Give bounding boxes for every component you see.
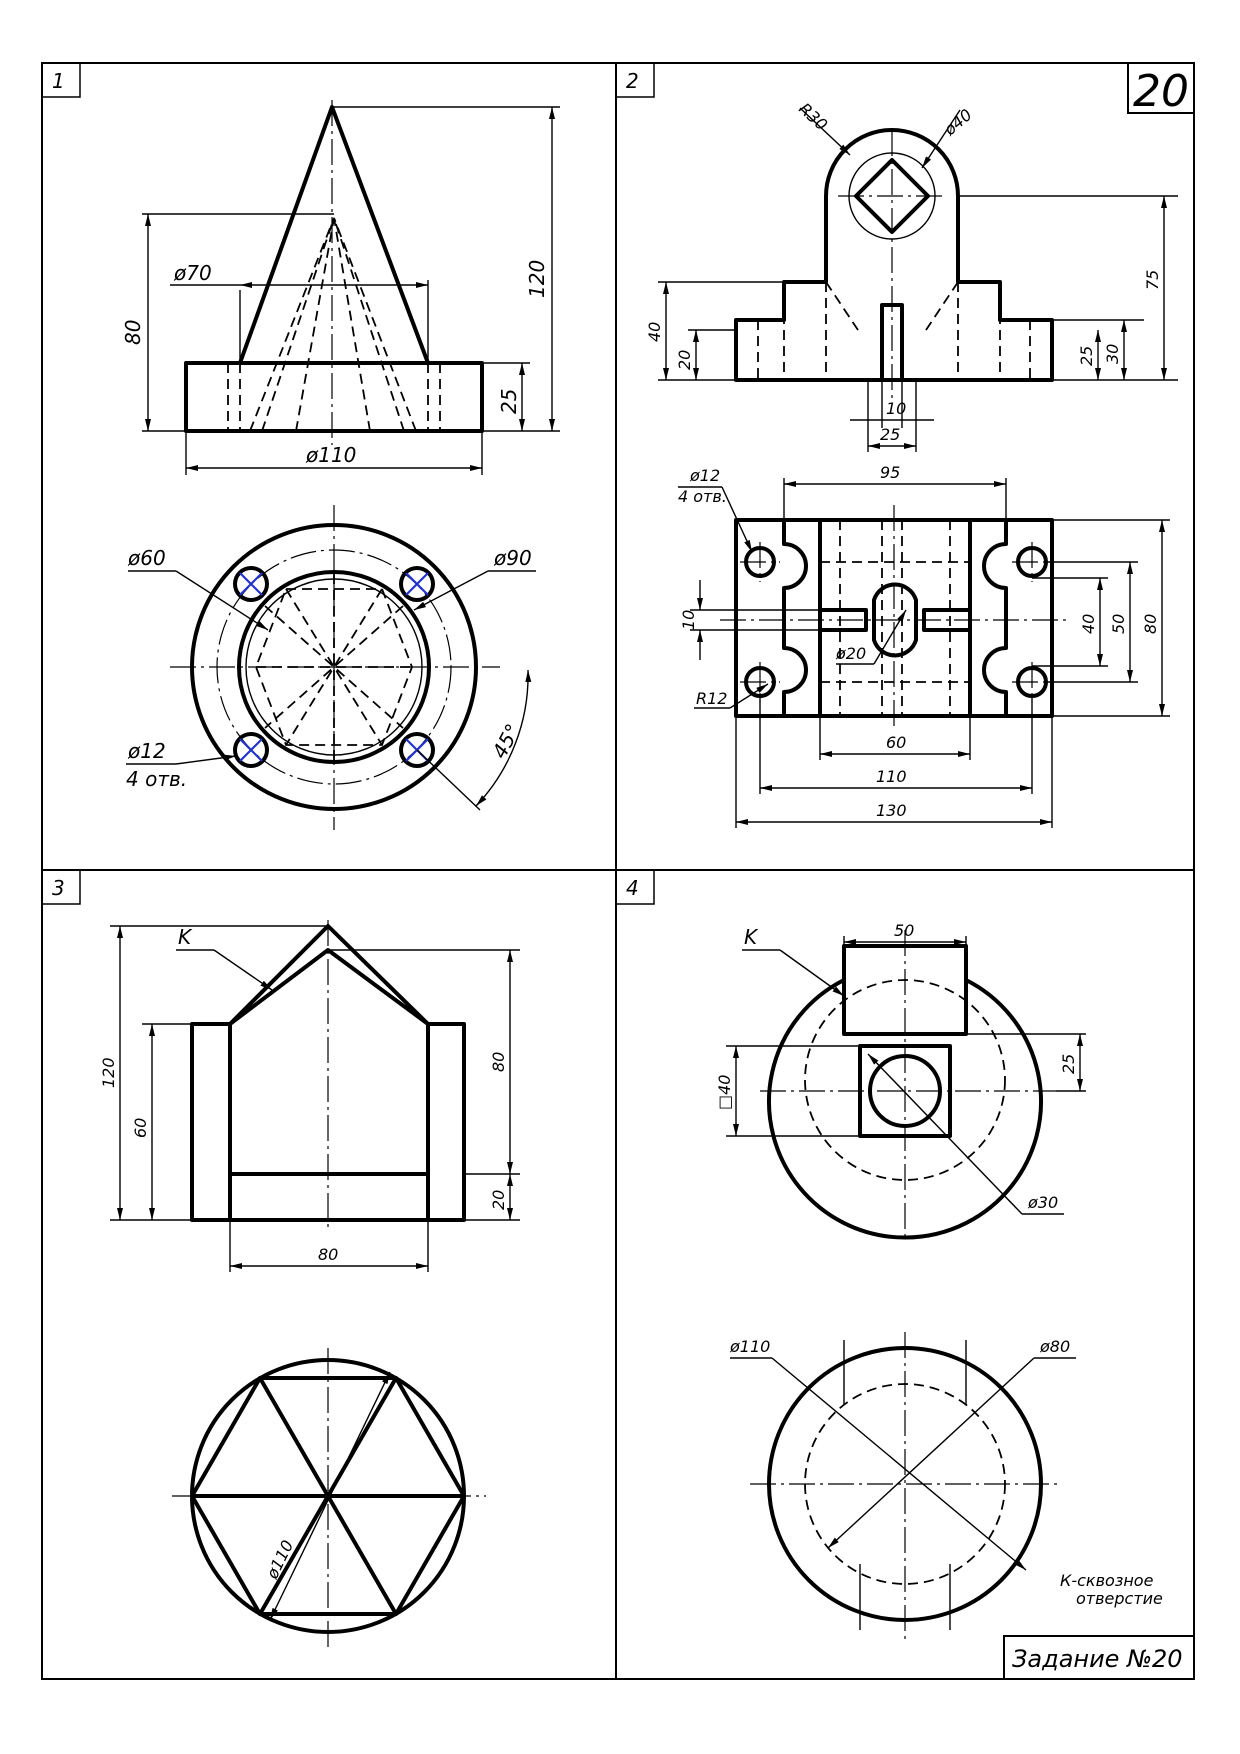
panel-1-holes [233,566,435,768]
dim-h20-p3: 20 [489,1190,508,1210]
dim-d70: ø70 [173,261,212,285]
dim-d80: ø80 [1039,1337,1070,1356]
dim-h40-front: 40 [645,322,664,342]
panel-3-top-view: ø110 [172,1348,486,1648]
panel-1-top-view [170,505,500,830]
dim-holes-1: 4 отв. [126,767,187,791]
panel-3-front-dims: K 120 60 80 20 80 [99,925,520,1272]
dim-d12-top: ø12 [689,466,720,485]
panel-2-front-view [734,128,1054,400]
panel-4-front-dims: K 50 □40 25 ø30 [715,921,1086,1215]
dim-d20: ø20 [835,644,866,663]
note-line-2: отверстие [1076,1589,1163,1608]
panel-2-number: 2 [626,69,639,93]
dim-w25: 25 [880,425,900,444]
dim-h25-front: 25 [1077,346,1096,366]
dim-sq40: □40 [715,1075,734,1110]
dim-h60-p3: 60 [131,1118,150,1138]
panel-3-front-view [190,920,466,1232]
dim-h30: 30 [1103,344,1122,364]
dim-h25-p4: 25 [1059,1054,1078,1074]
panel-1-front-view [184,100,484,445]
dim-h40-top: 40 [1079,614,1098,634]
dim-h120-p3: 120 [99,1057,118,1088]
panel-1-number-box: 1 [41,62,81,98]
dim-d60: ø60 [127,546,166,570]
variant-box: 20 [1127,62,1195,117]
dim-d110-p4: ø110 [729,1337,770,1356]
dim-h80: 80 [121,320,145,345]
sheet-frame [41,62,1195,1680]
dim-w95: 95 [880,463,900,482]
label-k-3: K [178,925,193,949]
dim-d110: ø110 [305,443,356,467]
task-title: Задание №20 [1012,1645,1183,1673]
panel-4-front-view [760,930,1056,1240]
panel-1-front-dims: ø70 80 120 25 ø110 [121,106,560,475]
dim-w110: 110 [876,767,907,786]
dim-h20: 20 [675,350,694,370]
dim-w10: 10 [886,399,906,418]
panel-4-number: 4 [626,876,639,900]
title-box: Задание №20 [1003,1635,1195,1680]
dim-w60: 60 [886,733,906,752]
dim-w50: 50 [894,921,914,940]
panel-1-number: 1 [52,69,65,93]
label-k-4: K [744,925,759,949]
dim-w80-p3: 80 [318,1245,338,1264]
dim-d90: ø90 [493,546,532,570]
panel-1-top-dims: ø60 ø90 ø12 4 отв. 45° [126,546,536,811]
dim-v10: 10 [679,610,698,630]
dim-angle: 45° [487,720,525,763]
note-line-1: К-сквозное [1060,1571,1154,1590]
dim-r30: R30 [795,99,831,134]
dim-h120: 120 [525,260,549,298]
dim-d30: ø30 [1027,1193,1058,1212]
dim-w130: 130 [876,801,907,820]
dim-d12: ø12 [127,739,166,763]
panel-4-number-box: 4 [615,869,655,905]
panel-2-number-box: 2 [615,62,655,98]
panel-2-top-view [720,505,1070,730]
dim-r12: R12 [696,689,727,708]
dim-h50: 50 [1109,614,1128,634]
variant-number: 20 [1133,66,1189,117]
panel-2-front-dims: R30 ø40 75 40 20 25 30 10 25 [645,99,1178,452]
dim-holes-2: 4 отв. [678,487,727,506]
panel-2-top-dims: 95 ø12 4 отв. 10 ø20 R12 40 50 80 60 [678,463,1170,828]
panel-3-number: 3 [52,876,65,900]
dim-d40-top: ø40 [940,105,976,140]
dim-h80-top: 80 [1141,614,1160,634]
panel-4-top-view: ø110 ø80 [729,1332,1076,1640]
dim-h75: 75 [1143,270,1162,290]
dim-h25: 25 [497,389,521,414]
panel-3-number-box: 3 [41,869,81,905]
dim-h80-p3: 80 [489,1052,508,1072]
